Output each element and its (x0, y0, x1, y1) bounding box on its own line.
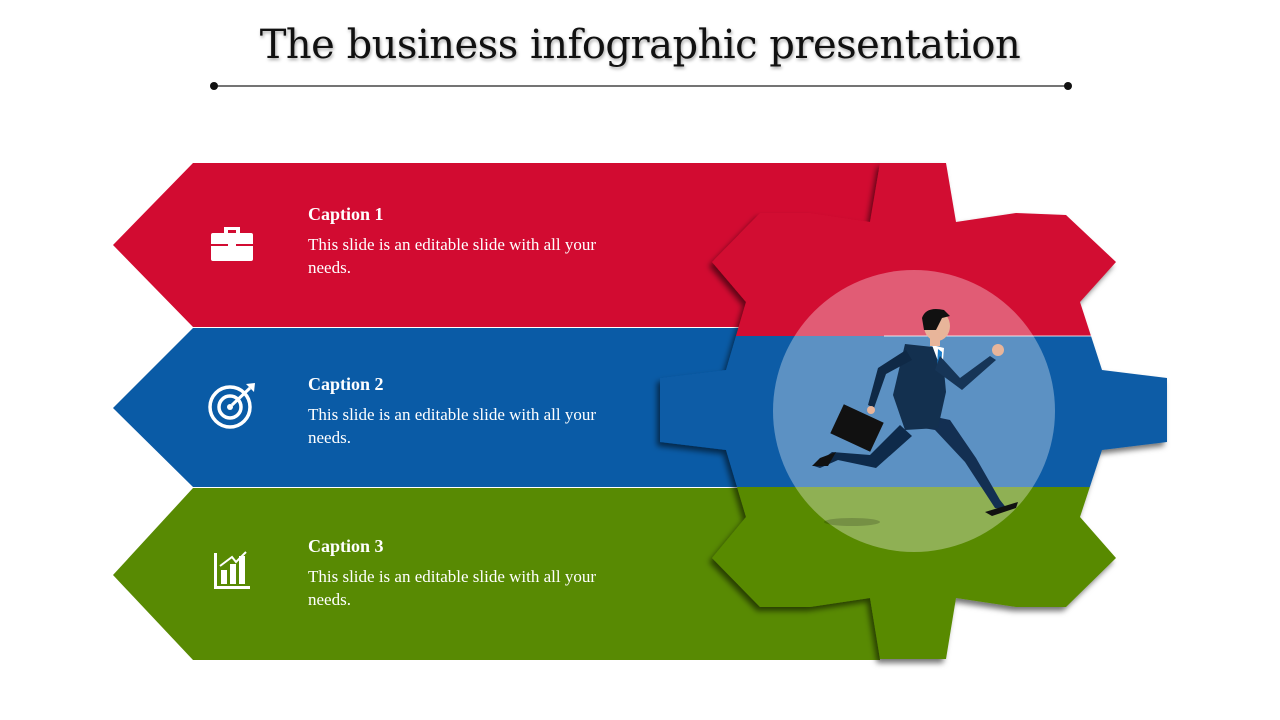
running-businessman-illustration (812, 309, 1018, 526)
gear-shape-red (712, 163, 1116, 336)
briefcase-icon (211, 227, 253, 261)
gear-shape-green (712, 487, 1116, 659)
arrow-banner-2 (113, 328, 880, 487)
caption-text-2: This slide is an editable slide with all… (308, 405, 597, 447)
caption-title-1: Caption 1 (308, 204, 384, 224)
bar-chart-icon (214, 551, 250, 589)
slide-title: The business infographic presentation (259, 22, 1021, 68)
target-icon (208, 383, 255, 429)
caption-block-2: Caption 2 This slide is an editable slid… (308, 374, 628, 449)
title-divider (210, 82, 1072, 90)
arrow-banner-1 (113, 163, 880, 327)
caption-title-2: Caption 2 (308, 374, 384, 394)
caption-text-1: This slide is an editable slide with all… (308, 235, 597, 277)
caption-block-1: Caption 1 This slide is an editable slid… (308, 204, 628, 279)
caption-text-3: This slide is an editable slide with all… (308, 567, 597, 609)
caption-block-3: Caption 3 This slide is an editable slid… (308, 536, 628, 611)
caption-title-3: Caption 3 (308, 536, 384, 556)
arrow-banner-3 (113, 488, 880, 660)
